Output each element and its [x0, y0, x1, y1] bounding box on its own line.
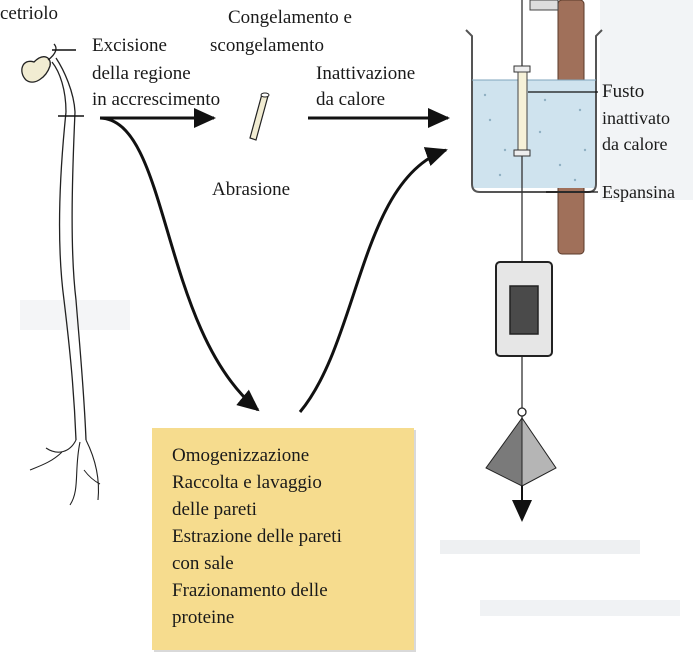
weight: [486, 408, 556, 486]
expansin-label: Espansina: [602, 180, 675, 204]
stem-label-1: Fusto: [602, 80, 644, 104]
procedure-step: Omogenizzazione: [172, 444, 309, 468]
procedure-step: Frazionamento delle: [172, 579, 328, 603]
excision-label-3: in accrescimento: [92, 88, 220, 112]
stem-sample: [518, 72, 527, 152]
arrow-from-procedure: [300, 150, 446, 412]
lower-clip: [514, 150, 530, 156]
stem-label-3: da calore: [602, 132, 667, 156]
top-clamp: [530, 0, 558, 10]
heat-inactivation-label-1: Inattivazione: [316, 62, 415, 86]
abrasion-label: Abrasione: [212, 178, 290, 202]
coleoptile-label: cetriolo: [0, 2, 58, 26]
transducer: [496, 262, 552, 356]
excision-label-1: Excisione: [92, 34, 167, 58]
seedling-illustration: [22, 44, 100, 505]
procedure-step: Estrazione delle pareti: [172, 525, 342, 549]
arrow-to-procedure: [100, 118, 258, 410]
freeze-thaw-label-2: scongelamento: [210, 34, 324, 58]
procedure-box: Omogenizzazione Raccolta e lavaggio dell…: [152, 428, 414, 650]
procedure-step: delle pareti: [172, 498, 257, 522]
heat-inactivation-label-2: da calore: [316, 88, 385, 112]
procedure-step: con sale: [172, 552, 234, 576]
cotyledons: [22, 57, 50, 82]
freeze-thaw-label-1: Congelamento e: [228, 6, 352, 30]
procedure-step: Raccolta e lavaggio: [172, 471, 322, 495]
stem-label-2: inattivato: [602, 106, 670, 130]
excision-label-2: della regione: [92, 62, 191, 86]
excised-segment: [250, 93, 269, 140]
upper-clip: [514, 66, 530, 72]
procedure-step: proteine: [172, 606, 234, 630]
